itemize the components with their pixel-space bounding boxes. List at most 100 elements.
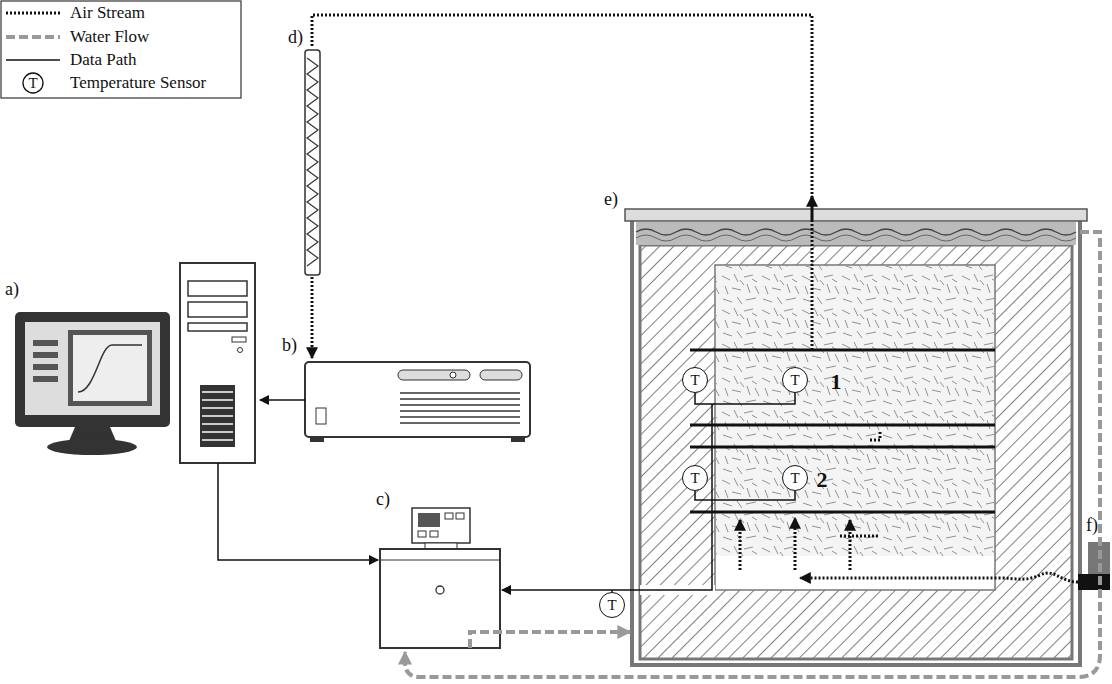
rect-shape <box>200 385 235 447</box>
rect-shape <box>418 531 426 537</box>
line-shape <box>400 398 520 399</box>
rect-shape <box>625 209 1087 221</box>
path-shape <box>695 393 712 404</box>
rect-shape <box>180 263 255 463</box>
chamber <box>625 209 1087 665</box>
part-label: f) <box>1086 516 1098 536</box>
air-stream <box>312 15 1078 582</box>
path-shape <box>800 573 1078 582</box>
path-shape <box>794 518 797 570</box>
temperature-sensor: T <box>599 592 625 618</box>
callout-number: 2 <box>817 468 828 492</box>
path-shape <box>636 229 1076 235</box>
line-shape <box>6 59 60 61</box>
circle-shape <box>436 586 444 594</box>
rect-shape <box>68 330 152 406</box>
line-shape <box>202 439 233 441</box>
data-logger <box>305 362 530 442</box>
path-shape <box>695 491 712 500</box>
path-shape <box>470 632 630 648</box>
legend-text: Air Stream <box>70 4 145 23</box>
line-shape <box>202 423 233 425</box>
temperature-sensor: T <box>682 367 708 393</box>
line-shape <box>400 416 520 417</box>
g-shape <box>690 350 995 512</box>
rect-shape <box>25 322 160 415</box>
circle-shape <box>23 73 43 93</box>
line-shape <box>400 392 520 393</box>
blower <box>1078 542 1110 590</box>
part-label: b) <box>282 336 297 356</box>
path-shape <box>840 535 880 538</box>
rect-shape <box>305 362 530 437</box>
temperature-sensor: T <box>782 465 808 491</box>
rect-shape <box>398 370 470 380</box>
line-shape <box>400 410 520 411</box>
rect-shape <box>15 312 170 427</box>
path-shape <box>712 491 795 500</box>
rect-shape <box>430 531 438 537</box>
rect-shape <box>33 364 58 370</box>
line-shape <box>690 446 995 449</box>
rect-shape <box>445 513 453 519</box>
rect-shape <box>418 513 440 527</box>
path-shape <box>739 520 742 570</box>
g-shape <box>202 392 233 440</box>
path-shape <box>502 404 712 590</box>
line-shape <box>202 391 233 393</box>
rect-shape <box>73 335 147 401</box>
rect-shape <box>305 50 320 275</box>
path-shape <box>636 235 1076 241</box>
path-shape <box>405 232 1100 677</box>
path-shape <box>69 427 116 441</box>
rect-shape <box>33 352 58 358</box>
line-shape <box>400 404 520 405</box>
circle-shape <box>450 372 456 378</box>
computer <box>15 263 255 463</box>
line-shape <box>690 349 995 352</box>
line-shape <box>202 399 233 401</box>
line-shape <box>202 431 233 433</box>
rect-shape <box>188 302 247 317</box>
legend-text: Water Flow <box>70 28 149 47</box>
legend-text: Temperature Sensor <box>70 74 206 93</box>
rect-shape <box>1 1 241 98</box>
sensor-letter: T <box>790 471 799 486</box>
path-shape <box>870 432 880 440</box>
sensor-letter: T <box>690 373 699 388</box>
thermostat <box>380 508 500 648</box>
legend-sensor-letter: T <box>28 75 37 92</box>
sensor-letter: T <box>690 471 699 486</box>
line-shape <box>400 422 520 423</box>
line-shape <box>690 511 995 514</box>
line-shape <box>380 560 500 561</box>
rect-shape <box>636 222 1076 245</box>
water-flow <box>405 232 1100 677</box>
path-shape <box>712 393 795 404</box>
path-shape <box>260 399 305 401</box>
rect-shape <box>188 323 247 331</box>
rect-shape <box>412 508 470 543</box>
rect-shape <box>188 281 247 296</box>
rect-shape <box>632 218 1080 665</box>
path-shape <box>311 277 314 358</box>
rect-shape <box>33 376 58 382</box>
path-shape <box>307 58 318 266</box>
part-label: c) <box>376 490 390 510</box>
line-shape <box>690 424 995 427</box>
temperature-sensor: T <box>782 367 808 393</box>
rect-shape <box>310 437 324 442</box>
heating-coil <box>305 50 320 275</box>
path-shape <box>312 15 812 350</box>
callout-number: 1 <box>831 370 842 394</box>
part-label: d) <box>288 28 303 48</box>
rect-shape <box>33 340 58 346</box>
rect-shape <box>232 337 246 342</box>
rect-shape <box>1078 574 1110 590</box>
rect-shape <box>316 408 326 424</box>
sensor-letter: T <box>790 373 799 388</box>
rect-shape <box>480 370 522 380</box>
